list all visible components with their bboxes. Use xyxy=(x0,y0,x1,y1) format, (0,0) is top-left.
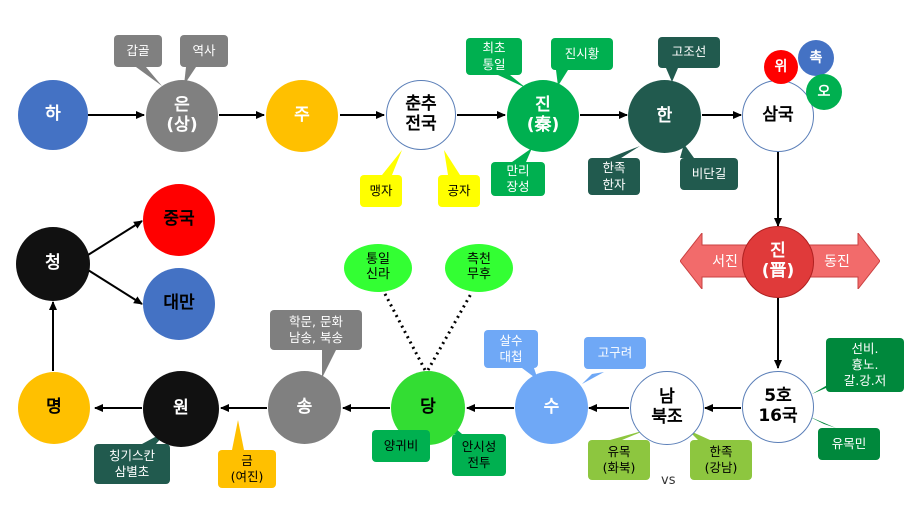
arrow-cheong-jungguk xyxy=(87,220,143,256)
node-jungguk: 중국 xyxy=(143,184,215,256)
node-5ho: 5호 16국 xyxy=(742,371,814,443)
arrow-cheong-daeman xyxy=(87,269,143,305)
callout-geum: 금 (여진) xyxy=(218,450,276,488)
node-eun: 은 (상) xyxy=(146,80,218,152)
node-jin-qin: 진 (秦) xyxy=(507,80,579,152)
callout-yanggwibi: 양귀비 xyxy=(372,430,430,462)
callout-hakmun: 학문, 문화 남송, 북송 xyxy=(270,310,362,350)
callout-tail-hanjok xyxy=(604,146,640,160)
callout-goguryeo: 고구려 xyxy=(584,337,646,369)
vs-label: vs xyxy=(661,473,676,488)
node-daeman: 대만 xyxy=(143,268,215,340)
node-ha: 하 xyxy=(18,80,88,150)
callout-yumok-hwabuk: 유목 (화북) xyxy=(588,440,650,480)
dotted-dang-cheukcheon xyxy=(426,291,474,371)
node-nambuk: 남 북조 xyxy=(630,371,704,445)
node-han: 한 xyxy=(628,80,701,153)
callout-hanjok-hanja: 한족 한자 xyxy=(588,158,640,195)
callout-tail-gongja xyxy=(444,150,460,175)
callout-tail-jinsihwang xyxy=(556,70,568,86)
callout-gapgol: 갑골 xyxy=(114,35,162,67)
callout-salsu: 살수 대첩 xyxy=(484,330,538,368)
callout-gongja: 공자 xyxy=(438,175,480,207)
node-song: 송 xyxy=(268,371,341,444)
callout-choecho: 최초 통일 xyxy=(466,38,522,75)
callout-manri: 만리 장성 xyxy=(491,162,545,196)
node-tongil-silla: 통일 신라 xyxy=(344,244,412,292)
callout-hanjok-gangnam: 한족 (강남) xyxy=(690,440,752,480)
callout-maengja: 맹자 xyxy=(360,175,402,207)
dongjin-label: 동진 xyxy=(824,254,850,270)
node-won: 원 xyxy=(143,371,219,447)
node-ju: 주 xyxy=(266,80,338,152)
seojin-label: 서진 xyxy=(712,254,738,270)
callout-seonbi: 선비. 흉노. 갈.강.저 xyxy=(826,338,904,392)
callout-tail-goguryeo xyxy=(582,372,604,384)
callout-bidangil: 비단길 xyxy=(680,158,738,190)
callout-tail-hwabuk xyxy=(610,430,646,440)
callout-tail-hakmun xyxy=(322,350,336,378)
node-su: 수 xyxy=(515,371,588,444)
node-o: 오 xyxy=(806,74,842,110)
node-chok: 촉 xyxy=(798,40,834,76)
callout-tail-geum xyxy=(232,420,244,450)
callout-ansiseong: 안시성 전투 xyxy=(452,434,506,476)
node-myeong: 명 xyxy=(18,372,90,444)
callout-jinsihwang: 진시황 xyxy=(551,38,613,70)
callout-tail-manri xyxy=(512,148,532,162)
node-cheong: 청 xyxy=(16,227,90,301)
dotted-dang-silla xyxy=(382,291,427,371)
callout-tail-gapgol xyxy=(136,67,162,86)
seojin-arrow xyxy=(680,233,752,289)
callout-tail-maengja xyxy=(382,150,402,175)
callout-tail-choecho xyxy=(498,75,526,88)
node-chunchu: 춘추 전국 xyxy=(386,80,456,150)
node-samguk: 삼국 xyxy=(742,80,814,152)
node-cheukcheon: 측천 무후 xyxy=(445,244,513,292)
callout-gojoseon: 고조선 xyxy=(658,37,720,68)
callout-yumokmin: 유목민 xyxy=(818,428,880,460)
callout-chingis: 칭기스칸 삼별초 xyxy=(94,444,170,484)
callout-tail-yumokmin xyxy=(808,416,836,428)
dongjin-arrow xyxy=(808,233,880,289)
callout-yeoksa: 역사 xyxy=(180,35,228,67)
node-jin-jin: 진 (晋) xyxy=(742,226,814,298)
node-wi: 위 xyxy=(764,50,798,84)
callout-tail-gojoseon xyxy=(666,68,678,82)
